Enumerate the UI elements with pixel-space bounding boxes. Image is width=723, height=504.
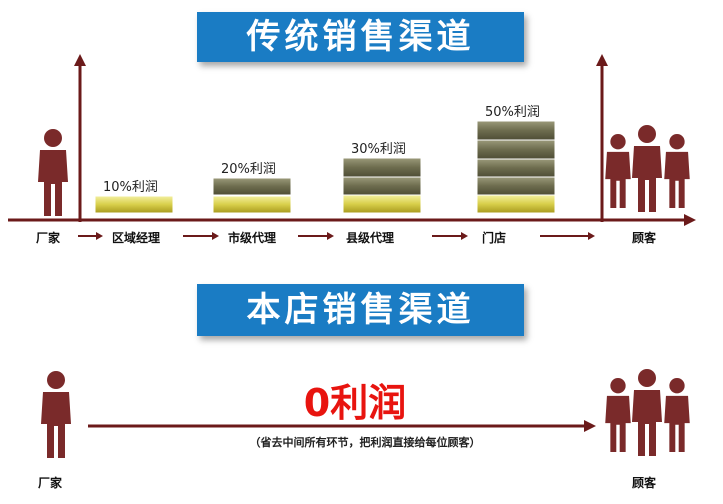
traditional-channel-title: 传统销售渠道 — [246, 17, 475, 57]
stage-label-county: 县级代理 — [346, 231, 395, 245]
zero-profit-label: 0利润 — [303, 381, 407, 425]
bottom-label-customer: 顾客 — [632, 476, 657, 490]
stack-50 — [476, 120, 556, 214]
factory-person-icon-top — [38, 129, 68, 216]
stack-20 — [212, 177, 292, 214]
stack-30 — [342, 157, 422, 214]
stage-label-customer: 顾客 — [632, 231, 657, 245]
traditional-channel-banner: 传统销售渠道 — [197, 12, 524, 62]
profit-label-county: 30%利润 — [351, 142, 406, 157]
step-arrows — [78, 232, 595, 240]
stage-label-regional: 区域经理 — [112, 231, 161, 245]
factory-person-icon-bottom — [41, 371, 71, 458]
customers-group-icon-bottom — [605, 369, 690, 456]
stage-label-factory: 厂家 — [36, 231, 61, 245]
profit-label-city: 20%利润 — [221, 162, 276, 177]
right-axis-arrowhead — [596, 54, 608, 66]
stack-10 — [94, 195, 174, 214]
left-axis-arrowhead — [74, 54, 86, 66]
bottom-label-factory: 厂家 — [38, 476, 63, 490]
customers-group-icon-top — [605, 125, 690, 212]
profit-label-store: 50%利润 — [485, 105, 540, 120]
profit-label-regional: 10%利润 — [103, 180, 158, 195]
store-channel-banner: 本店销售渠道 — [197, 284, 524, 336]
horizontal-axis-arrowhead — [684, 214, 696, 226]
stage-label-store: 门店 — [482, 231, 507, 245]
stage-label-city: 市级代理 — [228, 231, 277, 245]
store-channel-title: 本店销售渠道 — [246, 290, 475, 330]
direct-channel-note: （省去中间所有环节，把利润直接给每位顾客） — [249, 436, 481, 449]
direct-arrowhead — [584, 420, 596, 432]
